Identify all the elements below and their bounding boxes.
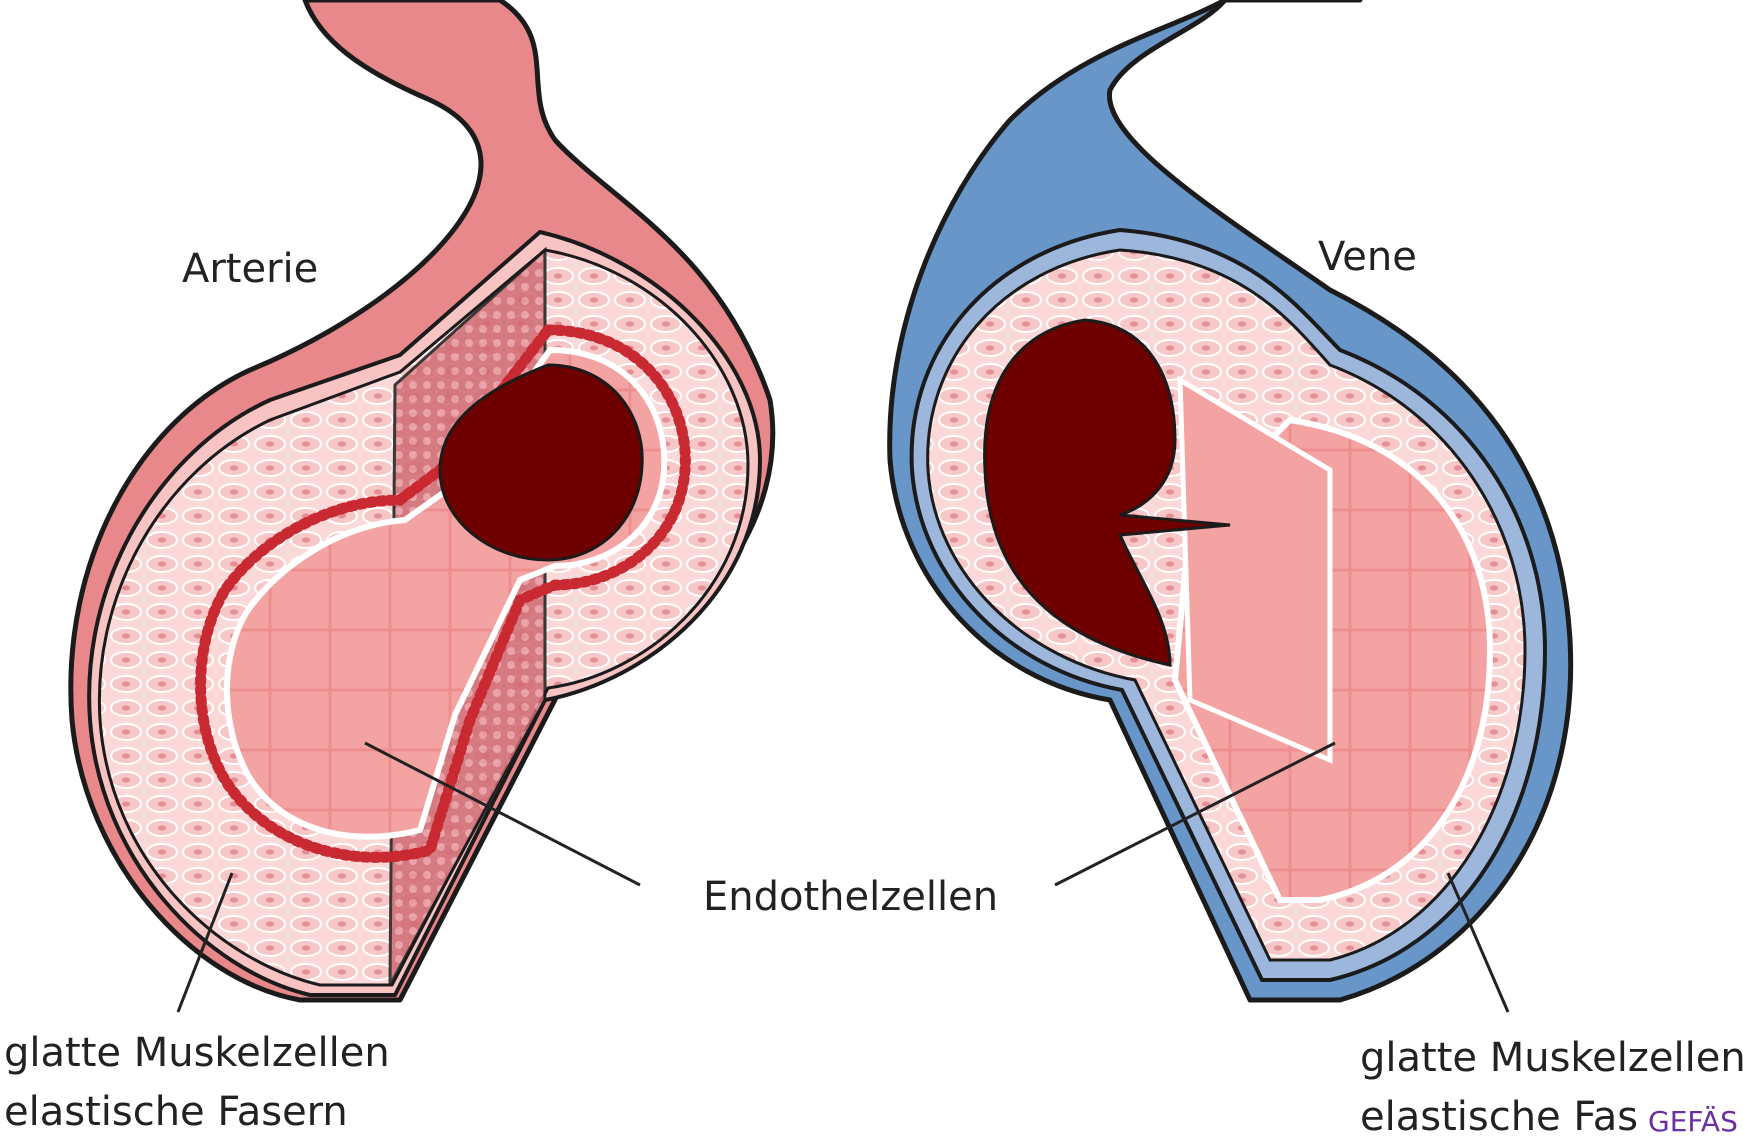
left-fibers-label: elastische Fasern <box>4 1089 348 1135</box>
artery-illustration <box>71 0 773 1000</box>
endothelium-label: Endothelzellen <box>703 874 998 920</box>
watermark-text: GEFÄS <box>1648 1105 1738 1138</box>
right-muscle-label: glatte Muskelzellen <box>1360 1035 1743 1081</box>
vein-label: Vene <box>1318 234 1417 280</box>
vein-illustration <box>890 0 1571 1000</box>
right-fibers-label: elastische Fas <box>1360 1094 1638 1139</box>
left-muscle-label: glatte Muskelzellen <box>4 1030 390 1076</box>
artery-label: Arterie <box>182 246 318 292</box>
